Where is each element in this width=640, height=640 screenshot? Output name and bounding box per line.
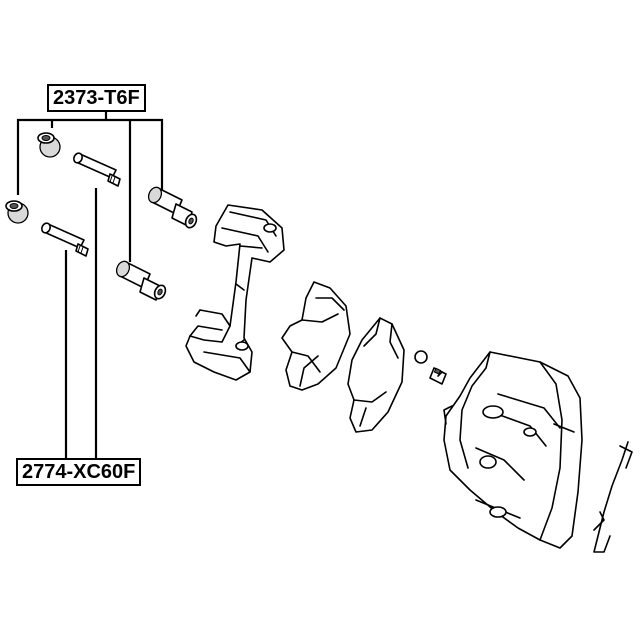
part-number-label-bottom: 2774-XC60F [16,458,142,486]
leader-lines-bottom [64,188,98,460]
brake-pad-inner [347,317,405,433]
bushing-top [37,132,61,158]
caliper-carrier-bracket [185,204,285,381]
guide-pin-boot-lower [115,260,167,301]
guide-pin-upper [73,152,121,187]
bushing-left [5,200,29,224]
bleeder-screw [414,350,447,385]
leader-lines-top [16,107,164,262]
pad-wear-clip [593,441,633,553]
part-number-label-top: 2373-T6F [47,84,146,112]
caliper-housing [443,351,583,549]
brake-pad-outer [281,281,351,391]
guide-pin-lower [41,222,89,257]
guide-pin-boot-upper [147,186,198,229]
